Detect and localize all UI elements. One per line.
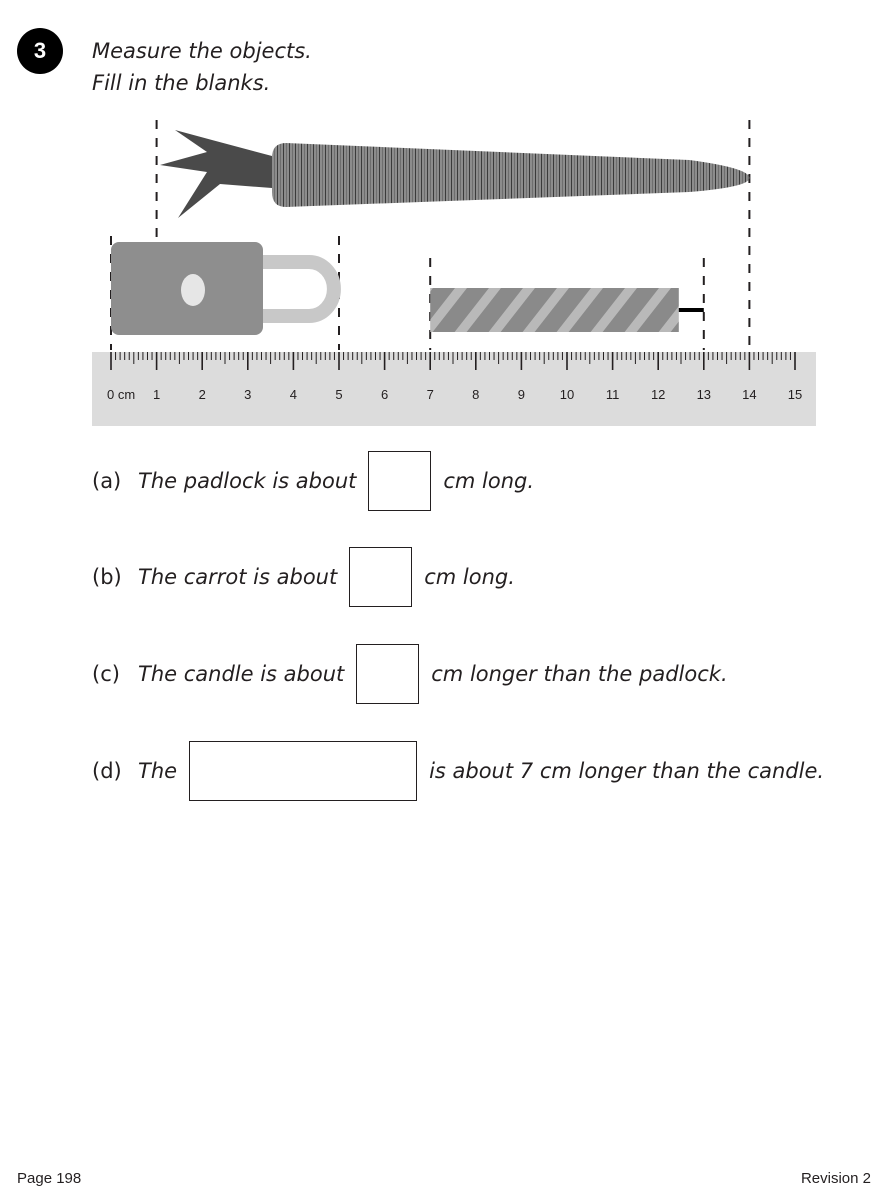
question-a-text-before: The padlock is about — [138, 469, 357, 493]
ruler-tick-label: 4 — [290, 387, 297, 402]
question-b-label: (b) — [92, 565, 122, 589]
question-a: (a) The padlock is about cm long. — [92, 449, 534, 513]
ruler-tick-label: 9 — [518, 387, 525, 402]
padlock-image — [111, 242, 341, 335]
ruler-tick-label: 8 — [472, 387, 479, 402]
page-number: Page 198 — [17, 1170, 82, 1187]
question-d: (d) The is about 7 cm longer than the ca… — [92, 739, 824, 803]
question-a-text-after: cm long. — [443, 469, 535, 493]
ruler-tick-label: 3 — [244, 387, 251, 402]
ruler-tick-label: 11 — [606, 387, 620, 402]
question-d-label: (d) — [92, 759, 122, 783]
question-d-text-before: The — [138, 759, 178, 783]
question-c-text-after: cm longer than the padlock. — [431, 662, 728, 686]
ruler-zero-label: 0 cm — [107, 387, 135, 402]
answer-box-b[interactable] — [349, 547, 413, 607]
question-b: (b) The carrot is about cm long. — [92, 545, 515, 609]
ruler-tick-label: 10 — [560, 387, 574, 402]
carrot-image — [160, 130, 750, 218]
ruler-tick-label: 2 — [199, 387, 206, 402]
question-d-text-after: is about 7 cm longer than the candle. — [429, 759, 825, 783]
ruler-body — [92, 352, 816, 426]
question-b-text-before: The carrot is about — [138, 565, 338, 589]
ruler-tick-label: 7 — [427, 387, 434, 402]
instruction-line-2: Fill in the blanks. — [92, 71, 271, 95]
question-a-label: (a) — [92, 469, 122, 493]
answer-box-a[interactable] — [368, 451, 432, 511]
question-c: (c) The candle is about cm longer than t… — [92, 642, 728, 706]
ruler-tick-label: 12 — [651, 387, 665, 402]
section-name: Revision 2 — [800, 1170, 871, 1187]
answer-box-d[interactable] — [189, 741, 418, 801]
question-c-text-before: The candle is about — [138, 662, 345, 686]
question-number-badge: 3 — [17, 28, 63, 74]
instruction-line-1: Measure the objects. — [92, 39, 312, 63]
ruler-tick-label: 1 — [153, 387, 160, 402]
ruler-tick-label: 14 — [742, 387, 756, 402]
answer-box-c[interactable] — [356, 644, 420, 704]
question-c-label: (c) — [92, 662, 120, 686]
ruler-tick-label: 13 — [697, 387, 711, 402]
ruler-tick-label: 15 — [788, 387, 802, 402]
question-b-text-after: cm long. — [424, 565, 515, 589]
ruler-tick-label: 6 — [381, 387, 388, 402]
candle-image — [430, 288, 704, 332]
ruler-tick-label: 5 — [335, 387, 342, 402]
